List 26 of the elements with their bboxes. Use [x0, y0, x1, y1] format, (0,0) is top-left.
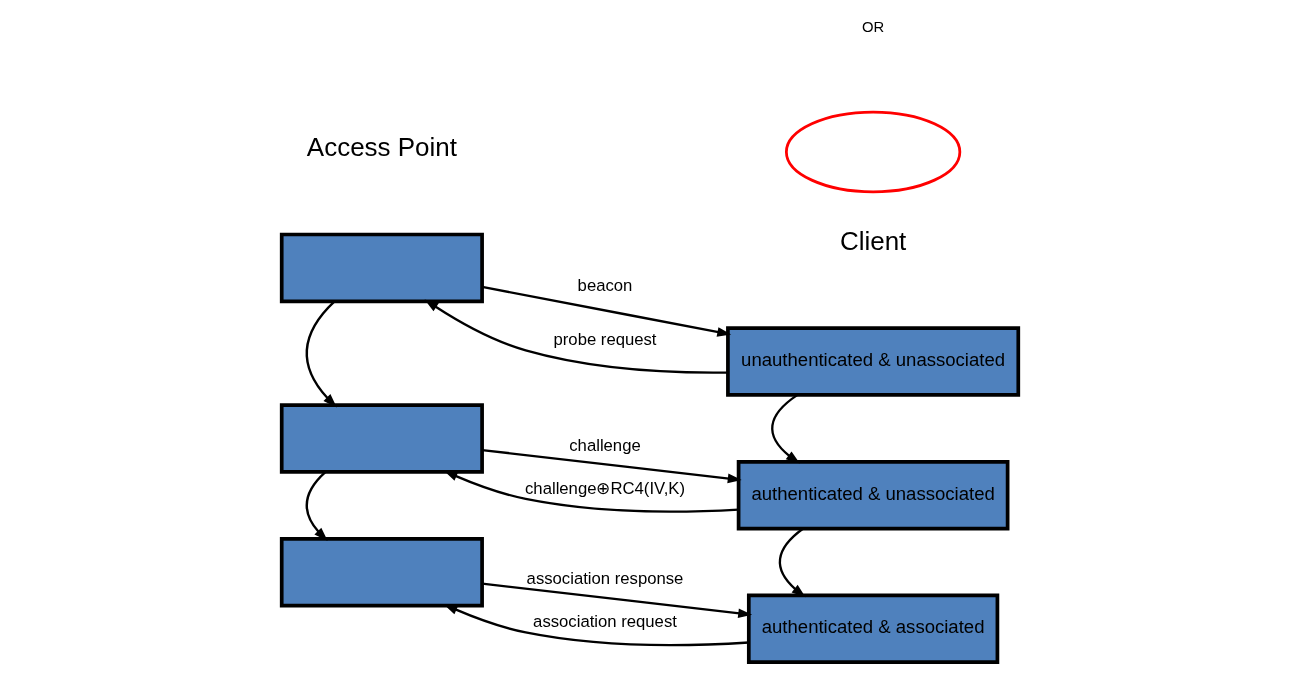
node-box — [279, 232, 484, 304]
arrow — [443, 604, 749, 647]
node-box: unauthenticated & unassociated — [725, 326, 1020, 397]
node-ellipse — [784, 110, 961, 194]
label: OR — [861, 19, 884, 36]
arrow — [443, 470, 739, 513]
arrow — [481, 285, 731, 337]
edge-label: challenge⊕RC4(IV,K) — [524, 478, 685, 498]
edge-label: association response — [526, 568, 683, 588]
arrow — [481, 582, 752, 619]
arrow — [481, 448, 742, 484]
edge-label: association request — [532, 612, 677, 632]
node-box — [279, 536, 484, 608]
arrow — [305, 471, 328, 541]
arrow — [424, 299, 728, 374]
node-box — [279, 403, 484, 474]
arrow — [778, 527, 806, 598]
arrow — [305, 300, 337, 408]
edge-label: beacon — [577, 275, 632, 295]
edge-label: challenge — [568, 436, 641, 456]
label: Client — [839, 226, 906, 257]
arrow — [770, 394, 800, 464]
node-box: authenticated & unassociated — [736, 459, 1009, 531]
node-box: authenticated & associated — [746, 593, 999, 664]
label: Access Point — [306, 132, 457, 163]
edge-label: probe request — [553, 330, 656, 350]
